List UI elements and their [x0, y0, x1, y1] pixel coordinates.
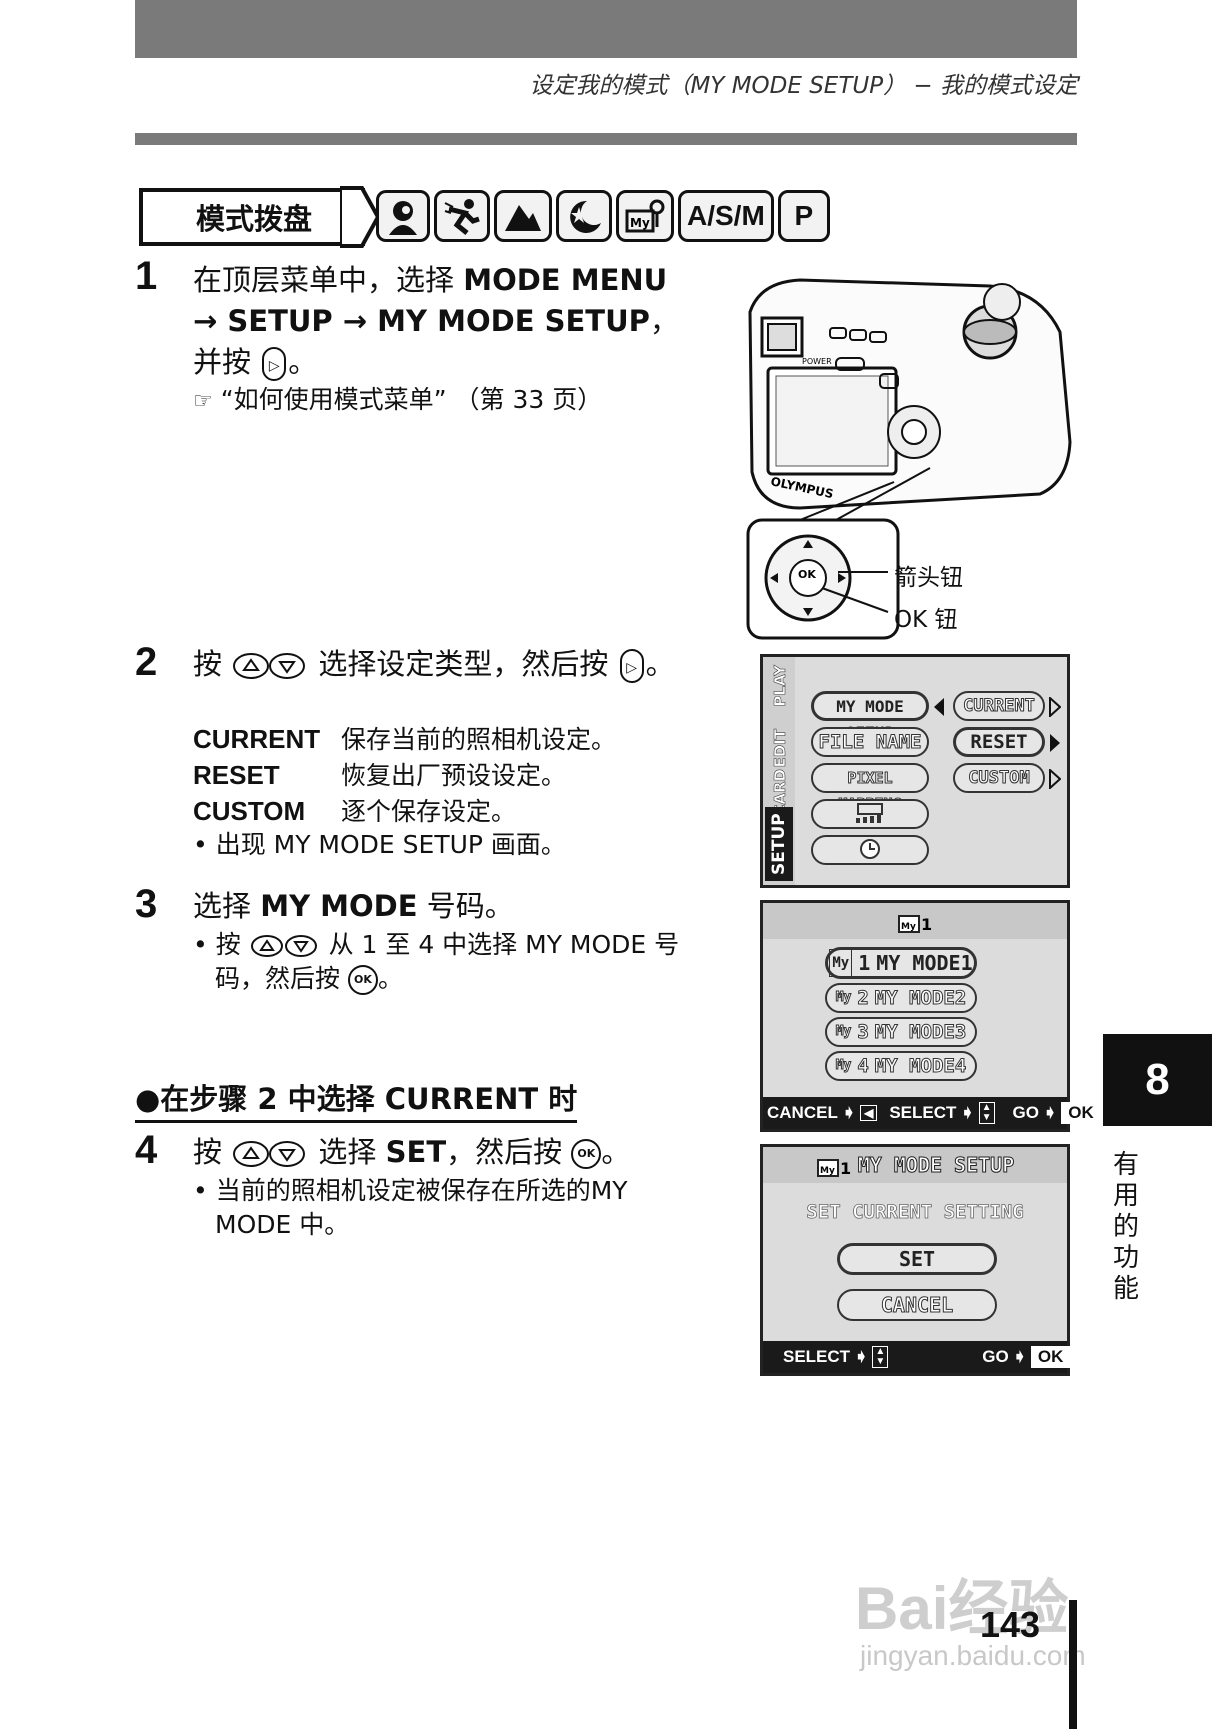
svg-text:POWER: POWER — [802, 357, 832, 366]
my-mode-icon: My — [616, 190, 674, 242]
ok-button-icon: OK — [571, 1139, 602, 1169]
page-number: 143 — [980, 1604, 1041, 1645]
step-4-number: 4 — [135, 1128, 158, 1172]
svg-text:1: 1 — [921, 915, 932, 934]
my-mode-icon: My — [829, 949, 853, 977]
header-bar — [135, 0, 1077, 58]
right-arrow-icon — [1050, 734, 1060, 752]
menu-item-clock[interactable] — [811, 835, 929, 865]
night-scene-icon — [556, 190, 612, 242]
mode-p: P — [777, 190, 830, 242]
my-mode-1-icon: My 1 — [898, 915, 932, 934]
menu-item-file-name[interactable]: FILE NAME — [811, 727, 929, 757]
step-3-bullet: • 按 从 1 至 4 中选择 MY MODE 号 码，然后按 OK。 — [193, 930, 680, 995]
brightness-icon — [856, 803, 883, 823]
screen-footer: SELECT➧ ▲▼ GO➧ OK — [763, 1341, 1071, 1373]
landscape-icon — [494, 190, 552, 242]
my-mode-1-icon: My 1 — [816, 1159, 851, 1178]
clock-icon — [860, 839, 880, 859]
svg-text:1: 1 — [840, 1159, 851, 1178]
ok-button-label: OK 钮 — [894, 607, 958, 633]
right-arrow-icon — [1049, 697, 1061, 717]
up-down-buttons-icon — [250, 935, 317, 957]
step-1-reference: ☞ “如何使用模式菜单” （第 33 页） — [193, 385, 603, 414]
my-mode-icon: My — [835, 990, 852, 1006]
arrow-button-label: 箭头钮 — [894, 565, 963, 591]
step-2-text: 按 选择设定类型，然后按 ▷。 — [193, 647, 675, 683]
menu-item-pixel-mapping[interactable]: PIXEL MAPPING — [811, 763, 929, 814]
tab-setup: SETUP — [765, 807, 793, 881]
sub-heading: ●在步骤 2 中选择 CURRENT 时 — [135, 1076, 578, 1123]
up-down-buttons-icon — [233, 653, 306, 679]
watermark-url: jingyan.baidu.com — [860, 1640, 1086, 1671]
lcd-menu-screen: PLAY EDIT CARD SETUP MY MODE SETUP FILE … — [760, 654, 1070, 888]
right-arrow-icon — [1049, 769, 1061, 789]
step-2-bullet: • 出现 MY MODE SETUP 画面。 — [193, 830, 566, 859]
mode-dial-label: 模式拨盘 — [139, 188, 365, 246]
option-custom[interactable]: CUSTOM — [953, 763, 1045, 793]
portrait-icon — [376, 190, 430, 242]
step-4-bullet: • 当前的照相机设定被保存在所选的MY MODE 中。 — [193, 1176, 628, 1239]
option-reset[interactable]: RESET — [953, 727, 1045, 757]
step-3-text: 选择 MY MODE 号码。 — [193, 889, 514, 923]
step-3-number: 3 — [135, 882, 158, 926]
ok-button-icon: OK — [347, 965, 378, 995]
left-button-icon: ◀ — [860, 1105, 878, 1121]
step-1-text: 在顶层菜单中，选择 MODE MENU → SETUP → MY MODE SE… — [193, 263, 679, 381]
mode-dial-icons: My A/S/M P — [376, 190, 830, 242]
page-edge-bar — [1069, 1600, 1077, 1729]
my-mode-icon: My — [835, 1058, 852, 1074]
menu-item-monitor-brightness[interactable] — [811, 799, 929, 829]
tab-play: PLAY — [771, 665, 790, 707]
step-1-number: 1 — [135, 254, 158, 298]
tab-edit: EDIT — [771, 729, 790, 768]
svg-text:OK: OK — [798, 568, 816, 581]
set-button[interactable]: SET — [837, 1243, 997, 1275]
screen-footer: CANCEL➧ ◀ SELECT➧ ▲▼ GO➧ OK — [763, 1097, 1101, 1129]
ok-badge: OK — [1061, 1102, 1101, 1124]
my-mode-icon: My — [835, 1024, 852, 1040]
left-arrow-icon — [934, 698, 944, 716]
up-down-icon: ▲▼ — [872, 1346, 889, 1368]
screen-subtitle: SET CURRENT SETTING — [806, 1201, 1024, 1224]
chapter-title: 有用的功能 — [1112, 1150, 1139, 1304]
header-rule — [135, 133, 1077, 145]
svg-text:My: My — [820, 1166, 835, 1176]
reference-icon: ☞ — [193, 389, 213, 414]
sports-icon — [434, 190, 490, 242]
menu-item-my-mode-setup[interactable]: MY MODE SETUP — [811, 691, 929, 742]
step-2-number: 2 — [135, 640, 158, 684]
right-arrow-button-icon: ▷ — [619, 649, 644, 683]
up-down-icon: ▲▼ — [978, 1102, 995, 1124]
up-down-buttons-icon — [233, 1141, 306, 1167]
ok-button — [789, 559, 827, 597]
chapter-tab[interactable]: 8 — [1103, 1034, 1212, 1126]
svg-text:My: My — [630, 216, 650, 230]
step-4-text: 按 选择 SET，然后按 OK。 — [193, 1135, 631, 1169]
svg-text:My: My — [901, 922, 916, 932]
screen-title: My 1 — [763, 903, 1067, 939]
mode-asm: A/S/M — [678, 190, 774, 242]
camera-illustration: POWER OLYMPUS OK — [746, 278, 1072, 640]
section-title: 设定我的模式（MY MODE SETUP） − 我的模式设定 — [529, 73, 1079, 99]
watermark-logo: Bai经验 — [855, 1575, 1069, 1642]
option-current[interactable]: CURRENT — [953, 691, 1045, 721]
cancel-button[interactable]: CANCEL — [837, 1289, 997, 1321]
dial-arrow-icon — [340, 186, 380, 248]
right-arrow-button-icon: ▷ — [262, 347, 287, 381]
ok-badge: OK — [1030, 1346, 1071, 1368]
